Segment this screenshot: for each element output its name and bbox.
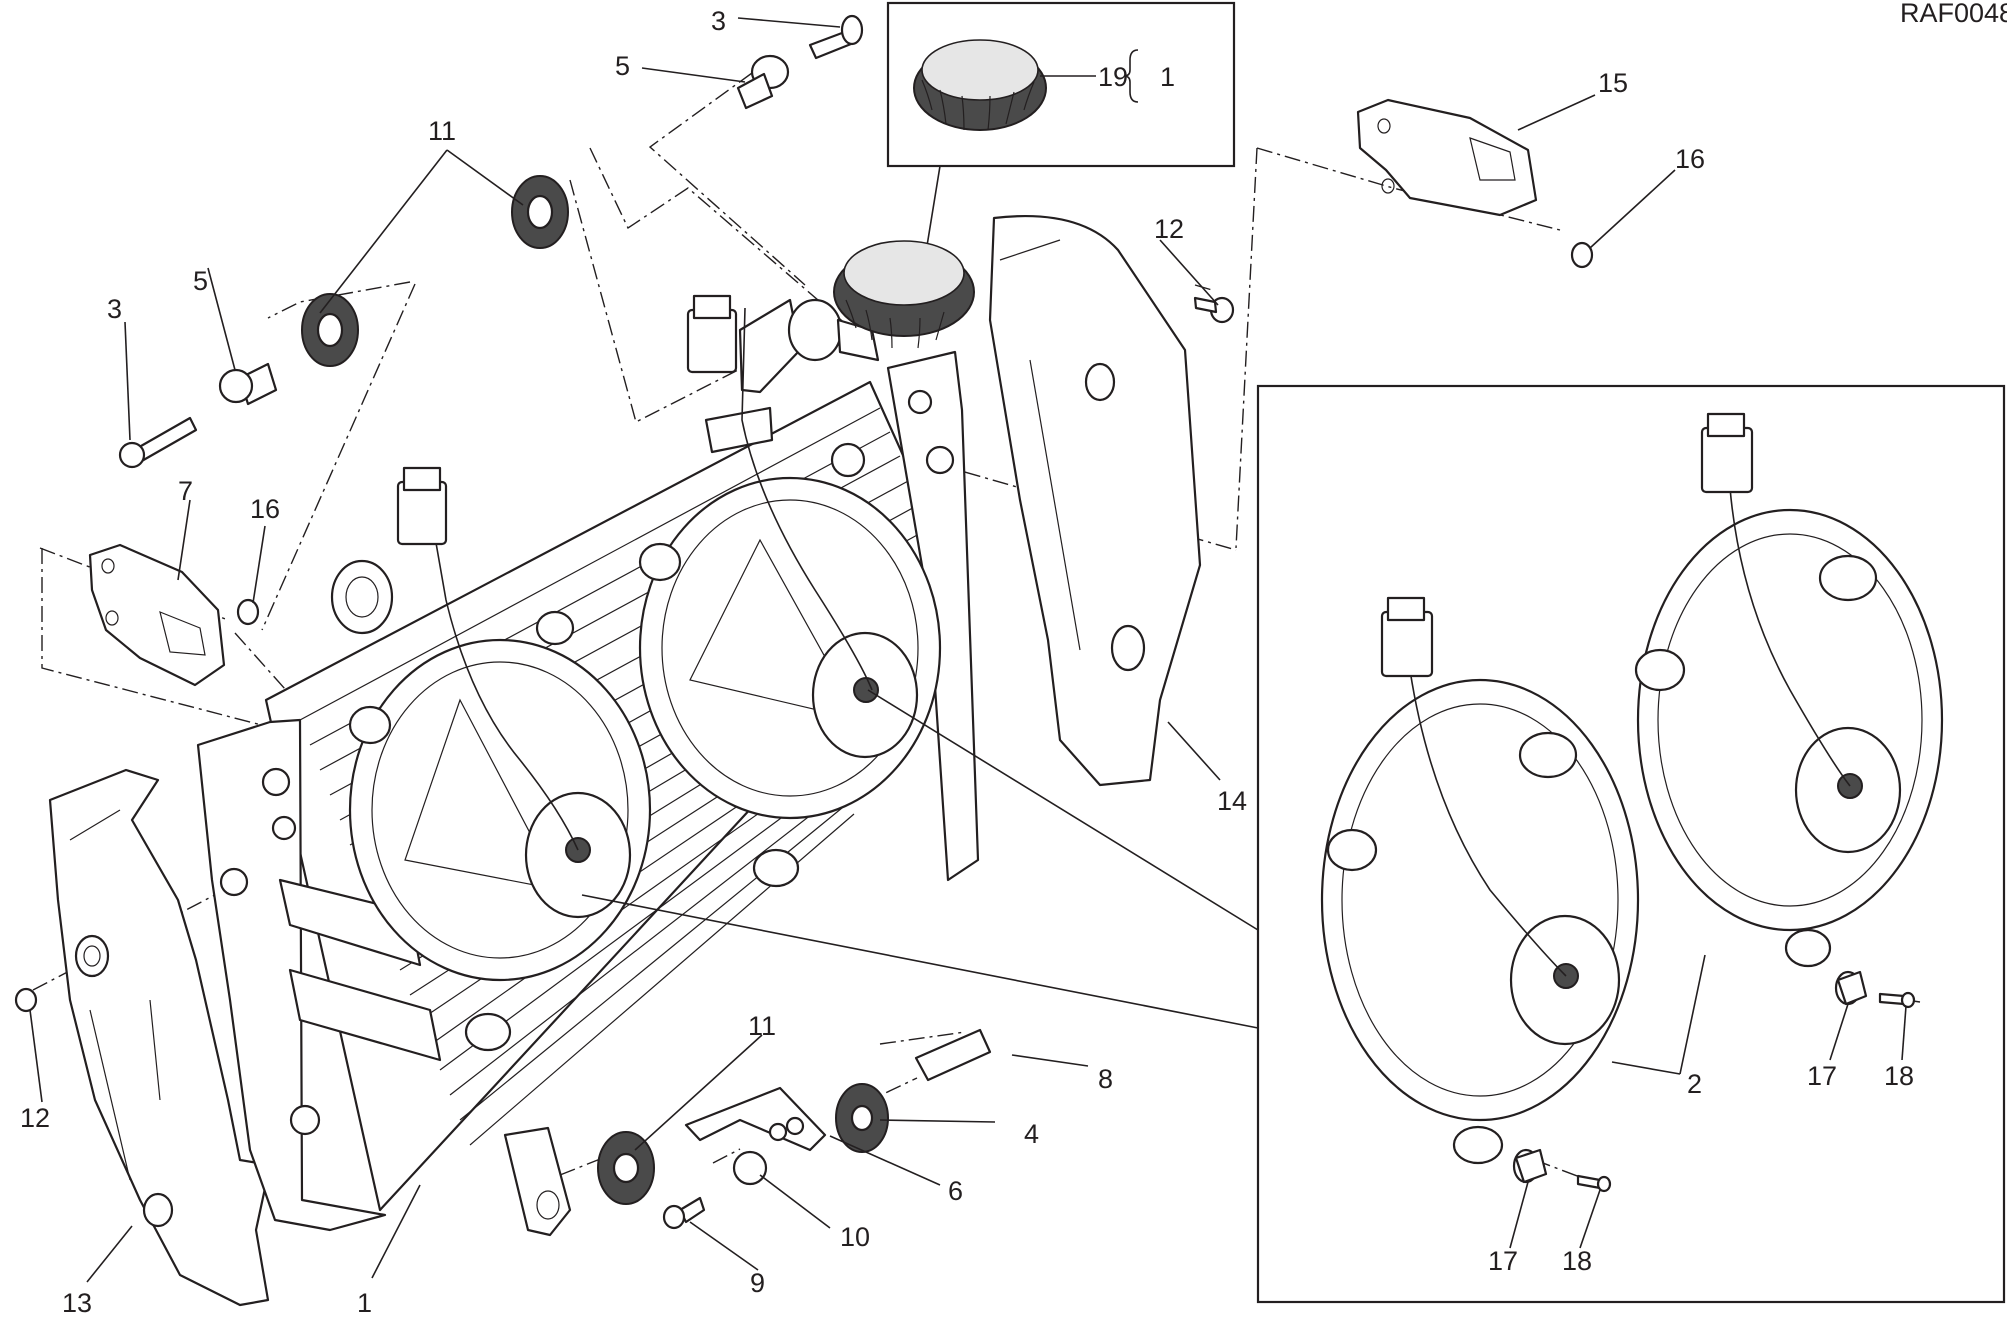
callout-2: 2 <box>1687 1069 1702 1099</box>
callout-17-detail-front: 17 <box>1488 1246 1518 1276</box>
lower-fan-on-radiator <box>348 466 652 1052</box>
cap-detail-box <box>886 1 1236 253</box>
callout-14: 14 <box>1217 786 1247 816</box>
detail-fan-back <box>1634 412 1944 968</box>
callout-11-bottom: 11 <box>748 1011 776 1041</box>
callout-numbers: 1 1 2 3 3 4 5 5 6 7 8 9 10 11 11 12 12 1… <box>20 6 1914 1317</box>
callout-11-top: 11 <box>428 116 456 146</box>
callout-12-left: 12 <box>20 1103 50 1133</box>
detail-leader-upper <box>867 689 1259 931</box>
callout-7: 7 <box>178 476 193 506</box>
callout-12-right: 12 <box>1154 214 1184 244</box>
drawing-id: RAF00480 <box>1900 0 2007 28</box>
callout-1-top: 1 <box>1160 62 1175 92</box>
radiator-cap <box>833 240 975 349</box>
leader-lines <box>29 17 1907 1283</box>
callout-3-left: 3 <box>107 294 122 324</box>
callout-13: 13 <box>62 1288 92 1317</box>
left-radiator-shroud <box>48 768 272 1307</box>
callout-18-detail-front: 18 <box>1562 1246 1592 1276</box>
callout-15: 15 <box>1598 68 1628 98</box>
hardware <box>14 14 1594 1230</box>
callout-19: 19 <box>1098 62 1128 92</box>
callout-18-detail-back: 18 <box>1884 1061 1914 1091</box>
detail-leader-lower <box>581 894 1259 1029</box>
callout-17-detail-back: 17 <box>1807 1061 1837 1091</box>
detail-fan-front <box>1320 596 1640 1165</box>
callout-4: 4 <box>1024 1119 1039 1149</box>
callout-16-left: 16 <box>250 494 280 524</box>
fan-detail-box <box>1256 384 2006 1304</box>
callout-16-right: 16 <box>1675 144 1705 174</box>
callout-3-top: 3 <box>711 6 726 36</box>
callout-8: 8 <box>1098 1064 1113 1094</box>
callout-5-left: 5 <box>193 266 208 296</box>
callout-6: 6 <box>948 1176 963 1206</box>
callout-1-bottom: 1 <box>357 1288 372 1317</box>
upper-fan-on-radiator <box>638 294 942 888</box>
radiator-cap-detail <box>913 39 1047 131</box>
bracket-15 <box>1356 98 1538 217</box>
callout-10: 10 <box>840 1222 870 1252</box>
brace <box>1123 49 1139 103</box>
right-radiator-shroud <box>988 215 1202 787</box>
detail-hardware <box>1512 970 1916 1193</box>
callout-5-top: 5 <box>615 51 630 81</box>
callout-9: 9 <box>750 1268 765 1298</box>
bracket-7 <box>88 543 226 687</box>
